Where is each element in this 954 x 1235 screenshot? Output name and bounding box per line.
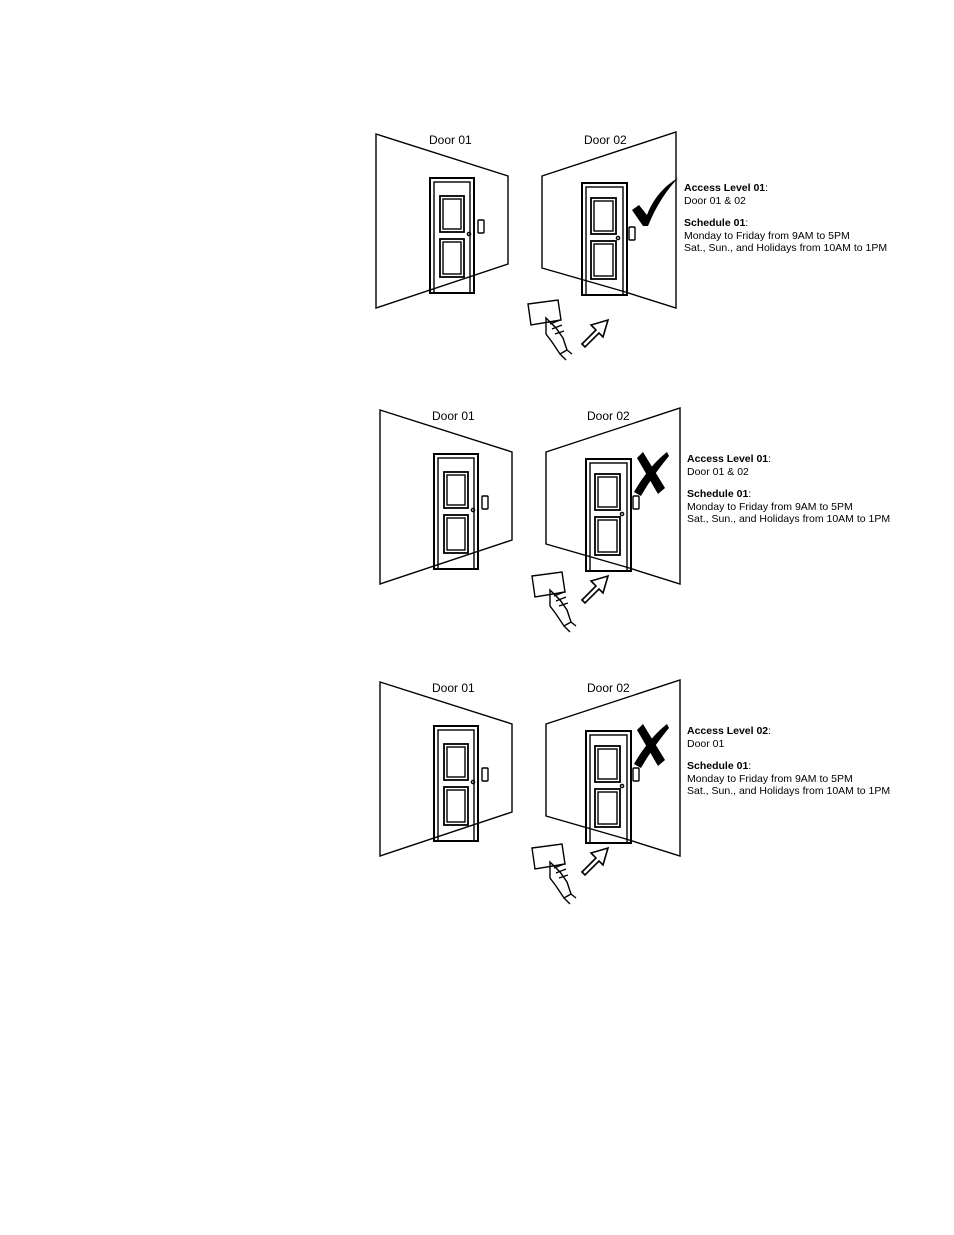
door-scene: Door 01 Door 02 bbox=[364, 404, 694, 654]
access-info: Access Level 02: Door 01 Schedule 01: Mo… bbox=[687, 725, 891, 797]
door-02-label: Door 02 bbox=[584, 133, 627, 147]
right-wall bbox=[545, 679, 681, 857]
hand-with-card bbox=[527, 299, 573, 361]
schedule-weekdays: Monday to Friday from 9AM to 5PM bbox=[684, 229, 850, 242]
arrow-icon bbox=[580, 574, 610, 605]
left-card-reader bbox=[481, 767, 489, 782]
schedule-weekends: Sat., Sun., and Holidays from 10AM to 1P… bbox=[687, 513, 891, 525]
schedule-weekdays: Monday to Friday from 9AM to 5PM bbox=[687, 772, 853, 785]
right-door bbox=[585, 458, 632, 572]
checkmark-icon bbox=[632, 178, 678, 226]
schedule-title: Schedule 01 bbox=[684, 217, 746, 229]
schedule-title: Schedule 01 bbox=[687, 488, 749, 500]
door-scene: Door 01 Door 02 bbox=[364, 676, 694, 926]
schedule-weekends: Sat., Sun., and Holidays from 10AM to 1P… bbox=[684, 242, 888, 254]
hand-with-card bbox=[531, 571, 577, 633]
left-door bbox=[429, 177, 475, 294]
door-02-label: Door 02 bbox=[587, 681, 630, 695]
door-02-label: Door 02 bbox=[587, 409, 630, 423]
access-level-doors: Door 01 & 02 bbox=[684, 194, 746, 207]
scenario-1: Door 01 Door 02 Access Level 01: Door 01… bbox=[0, 128, 954, 378]
access-info: Access Level 01: Door 01 & 02 Schedule 0… bbox=[687, 453, 891, 525]
scenario-2: Door 01 Door 02 Access Level 01: Door 01… bbox=[0, 404, 954, 654]
access-level-title: Access Level 02 bbox=[687, 725, 769, 737]
left-wall bbox=[379, 409, 513, 585]
cross-icon bbox=[634, 452, 669, 496]
hand-with-card bbox=[531, 843, 577, 905]
access-info: Access Level 01: Door 01 & 02 Schedule 0… bbox=[684, 182, 888, 254]
access-level-title: Access Level 01 bbox=[687, 453, 769, 465]
door-scene-drawing bbox=[379, 407, 681, 633]
door-01-label: Door 01 bbox=[429, 133, 472, 147]
access-level-doors: Door 01 bbox=[687, 737, 725, 750]
right-door bbox=[585, 730, 632, 844]
door-01-label: Door 01 bbox=[432, 409, 475, 423]
right-wall bbox=[545, 407, 681, 585]
access-level-doors: Door 01 & 02 bbox=[687, 465, 749, 478]
schedule-title: Schedule 01 bbox=[687, 760, 749, 772]
cross-icon bbox=[634, 724, 669, 768]
right-card-reader bbox=[632, 495, 640, 510]
schedule-weekdays: Monday to Friday from 9AM to 5PM bbox=[687, 500, 853, 513]
right-wall bbox=[541, 131, 677, 309]
scenario-3: Door 01 Door 02 Access Level 02: Door 01… bbox=[0, 676, 954, 926]
right-card-reader bbox=[632, 767, 640, 782]
door-scene: Door 01 Door 02 bbox=[360, 128, 690, 378]
left-door bbox=[433, 453, 479, 570]
right-card-reader bbox=[628, 226, 636, 241]
access-level-title: Access Level 01 bbox=[684, 182, 766, 194]
door-01-label: Door 01 bbox=[432, 681, 475, 695]
arrow-icon bbox=[580, 846, 610, 877]
arrow-icon bbox=[580, 318, 610, 349]
right-door bbox=[581, 182, 628, 296]
door-scene-drawing bbox=[375, 131, 678, 361]
left-door bbox=[433, 725, 479, 842]
schedule-weekends: Sat., Sun., and Holidays from 10AM to 1P… bbox=[687, 785, 891, 797]
door-scene-drawing bbox=[379, 679, 681, 905]
left-wall bbox=[375, 133, 509, 309]
left-card-reader bbox=[477, 219, 485, 234]
left-wall bbox=[379, 681, 513, 857]
left-card-reader bbox=[481, 495, 489, 510]
